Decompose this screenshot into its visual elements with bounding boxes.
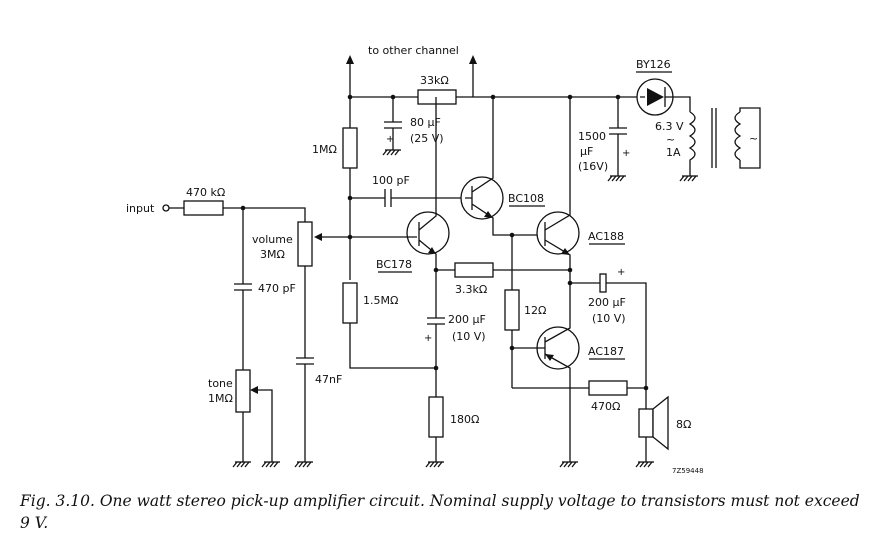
arrow-up-icon xyxy=(469,55,477,64)
volume-pot xyxy=(297,221,313,267)
speaker-icon xyxy=(638,395,669,462)
wiper-arrow-icon xyxy=(250,386,258,394)
label-a-1: 1A xyxy=(666,146,681,159)
ground-icon xyxy=(607,175,626,182)
label-r-12: 12Ω xyxy=(524,304,546,317)
label-c-470pF: 470 pF xyxy=(258,282,296,295)
cap-80uF xyxy=(384,97,402,150)
resistor-470 xyxy=(588,380,628,396)
wiper-arrow-icon xyxy=(314,233,322,241)
label-c-80uF-a: 80 µF xyxy=(410,116,441,129)
ground-icon xyxy=(635,461,654,468)
transistor-ac187 xyxy=(512,270,580,462)
label-r-180: 180Ω xyxy=(450,413,479,426)
label-volume-val: 3MΩ xyxy=(260,248,285,261)
resistor-33k xyxy=(417,89,457,105)
tone-leads xyxy=(242,389,273,462)
input-terminal xyxy=(162,204,170,212)
label-r-470k: 470 kΩ xyxy=(186,186,225,199)
ground-icon xyxy=(559,461,578,468)
cap-200uF-out xyxy=(599,273,607,293)
label-input: input xyxy=(126,202,155,215)
cap-100pF xyxy=(350,189,465,207)
ground-icon xyxy=(425,461,444,468)
label-to-other-channel: to other channel xyxy=(368,44,459,57)
resistor-180 xyxy=(428,396,444,438)
label-by126: BY126 xyxy=(636,58,671,71)
transistor-bc178 xyxy=(350,97,450,272)
label-v-tilde: ~ xyxy=(666,133,675,146)
svg-text:+: + xyxy=(424,333,432,344)
other-channel-leads xyxy=(349,62,474,97)
label-bc108: BC108 xyxy=(508,192,544,205)
resistor-1M xyxy=(342,127,358,169)
svg-text:+: + xyxy=(386,134,394,145)
arrow-up-icon xyxy=(346,55,354,64)
ground-icon xyxy=(294,461,313,468)
ground-icon xyxy=(261,461,280,468)
tone-pot xyxy=(235,369,251,413)
emitter-chain xyxy=(427,270,445,462)
label-r-3-3k: 3.3kΩ xyxy=(455,283,487,296)
label-c-200uF-1a: 200 µF xyxy=(448,313,486,326)
resistor-3-3k xyxy=(454,262,494,278)
label-ac-symbol: ~ xyxy=(749,132,758,145)
input-line xyxy=(169,207,306,222)
label-tone: tone xyxy=(208,377,233,390)
cap-470pF xyxy=(234,208,252,370)
label-volume: volume xyxy=(252,233,293,246)
label-c-1500-b: µF xyxy=(580,145,593,158)
diode-by126 xyxy=(636,78,691,116)
label-r-1M: 1MΩ xyxy=(312,143,337,156)
resistor-1-5M xyxy=(342,282,358,324)
label-ac188: AC188 xyxy=(588,230,624,243)
label-c-1500-c: (16V) xyxy=(578,160,608,173)
label-c-47nF: 47nF xyxy=(315,373,342,386)
label-c-200uF-2b: (10 V) xyxy=(592,312,626,325)
label-bc178: BC178 xyxy=(376,258,412,271)
label-r-1-5M: 1.5MΩ xyxy=(363,294,398,307)
label-r-33k: 33kΩ xyxy=(420,74,449,87)
label-tone-val: 1MΩ xyxy=(208,392,233,405)
label-c-200uF-2a: 200 µF xyxy=(588,296,626,309)
label-c-200uF-1b: (10 V) xyxy=(452,330,486,343)
label-c-1500-a: 1500 xyxy=(578,130,606,143)
transistor-ac188 xyxy=(536,97,580,270)
label-ac187: AC187 xyxy=(588,345,624,358)
label-r-470: 470Ω xyxy=(591,400,620,413)
transistor-bc108 xyxy=(460,97,545,236)
svg-text:+: + xyxy=(617,267,625,278)
label-c-100pF: 100 pF xyxy=(372,174,410,187)
label-ref: 7Z59448 xyxy=(672,467,704,475)
label-speaker: 8Ω xyxy=(676,418,691,431)
transformer-icon xyxy=(688,107,761,176)
svg-text:+: + xyxy=(622,148,630,159)
resistor-12 xyxy=(504,289,520,331)
label-v-6-3: 6.3 V xyxy=(655,120,684,133)
cap-1500uF xyxy=(609,97,627,176)
figure-caption: Fig. 3.10. One watt stereo pick-up ampli… xyxy=(20,492,860,532)
ground-icon xyxy=(679,175,698,182)
ground-icon xyxy=(232,461,251,468)
output-cap-200uF xyxy=(570,282,647,409)
label-c-80uF-b: (25 V) xyxy=(410,132,444,145)
cap-47nF xyxy=(296,357,314,462)
resistor-470k xyxy=(183,200,224,216)
ground-icon xyxy=(382,149,401,156)
left-bus xyxy=(349,97,436,369)
